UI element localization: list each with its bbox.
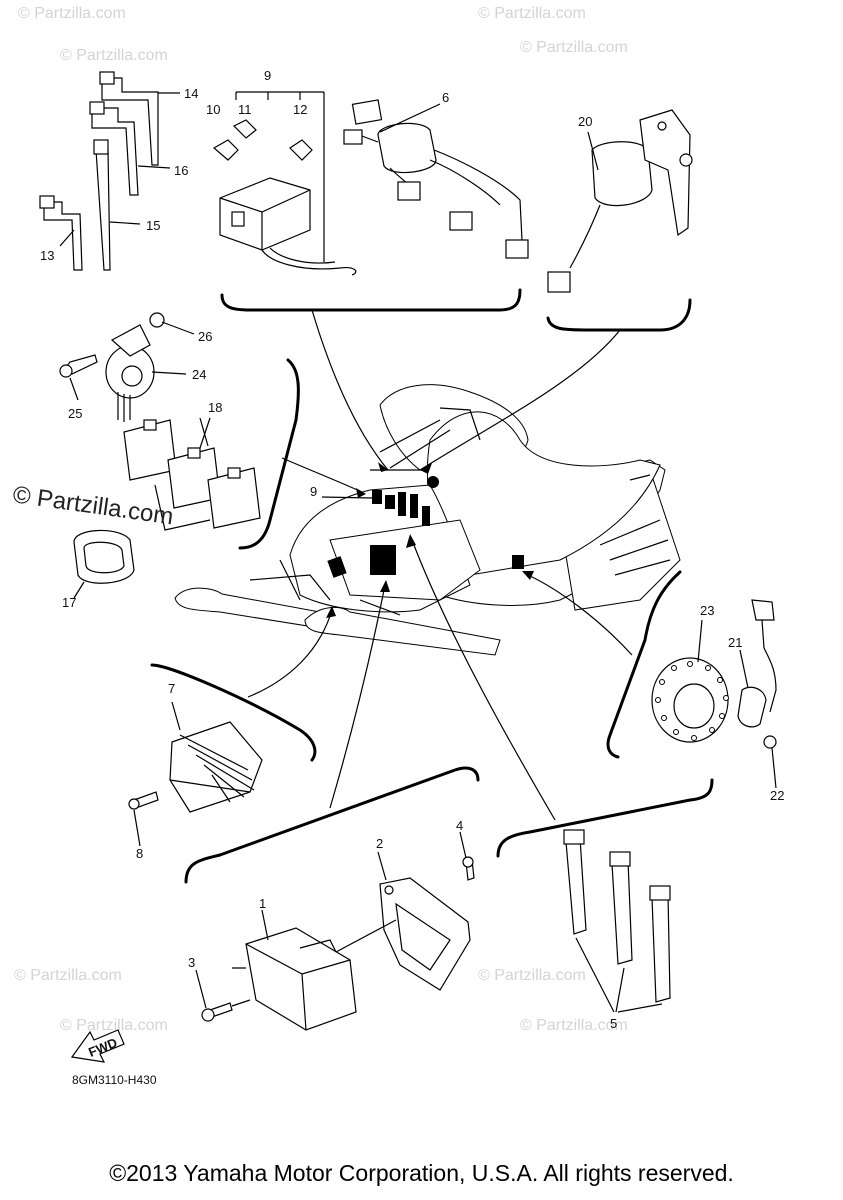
part-label-13: 13 [40, 248, 54, 263]
part-label-1: 1 [259, 896, 266, 911]
fuse-box-parts [212, 91, 357, 276]
diagram-code: 8GM3110-H430 [72, 1073, 157, 1087]
part-label-12: 12 [293, 102, 307, 117]
part-label-14: 14 [184, 86, 198, 101]
part-label-26: 26 [198, 329, 212, 344]
ignition-coil-parts [563, 829, 671, 1013]
watermark: © Partzilla.com [478, 967, 586, 984]
relay-18-parts [123, 417, 261, 531]
group-brackets [150, 288, 714, 884]
watermark: © Partzilla.com [478, 5, 586, 22]
part-label-24: 24 [192, 367, 206, 382]
part-label-6: 6 [442, 90, 449, 105]
pickup-parts [651, 599, 777, 749]
leader-arrows [247, 309, 633, 821]
sensor-24-part [59, 312, 165, 422]
part-label-25: 25 [68, 406, 82, 421]
regulator-7-part [128, 721, 263, 813]
part-label-8: 8 [136, 846, 143, 861]
part-label-11: 11 [238, 102, 252, 117]
part-label-9: 9 [264, 68, 271, 83]
label-leaders [59, 92, 777, 1009]
part-label-23: 23 [700, 603, 714, 618]
clamp-17-part [73, 529, 135, 584]
watermark: © Partzilla.com [18, 5, 126, 22]
part-label-10: 10 [206, 102, 220, 117]
module-6-part [343, 99, 529, 259]
watermark: © Partzilla.com [60, 47, 168, 64]
part-label-4: 4 [456, 818, 463, 833]
part-label-15: 15 [146, 218, 160, 233]
watermark: © Partzilla.com [520, 39, 628, 56]
part-label-21: 21 [728, 635, 742, 650]
watermark: © Partzilla.com [520, 1017, 628, 1034]
part-label-2: 2 [376, 836, 383, 851]
fwd-arrow-icon: FWD [70, 1029, 125, 1063]
cdi-unit-parts [201, 856, 475, 1031]
part-number-labels: 1 2 3 4 5 6 7 8 9 9 10 11 12 13 14 15 16… [40, 68, 784, 1031]
part-label-16: 16 [174, 163, 188, 178]
watermark-large: © Partzilla.com [11, 481, 175, 530]
part-label-5: 5 [610, 1016, 617, 1031]
cable-tie-parts [39, 71, 159, 271]
part-label-18: 18 [208, 400, 222, 415]
main-switch-part [547, 109, 693, 293]
watermark: © Partzilla.com [14, 967, 122, 984]
copyright-text: ©2013 Yamaha Motor Corporation, U.S.A. A… [109, 1160, 734, 1186]
snowmobile-outline [174, 384, 681, 656]
part-label-17: 17 [62, 595, 76, 610]
part-label-9b: 9 [310, 484, 317, 499]
part-label-22: 22 [770, 788, 784, 803]
part-label-7: 7 [168, 681, 175, 696]
part-label-20: 20 [578, 114, 592, 129]
watermark: © Partzilla.com [60, 1017, 168, 1034]
part-label-3: 3 [188, 955, 195, 970]
